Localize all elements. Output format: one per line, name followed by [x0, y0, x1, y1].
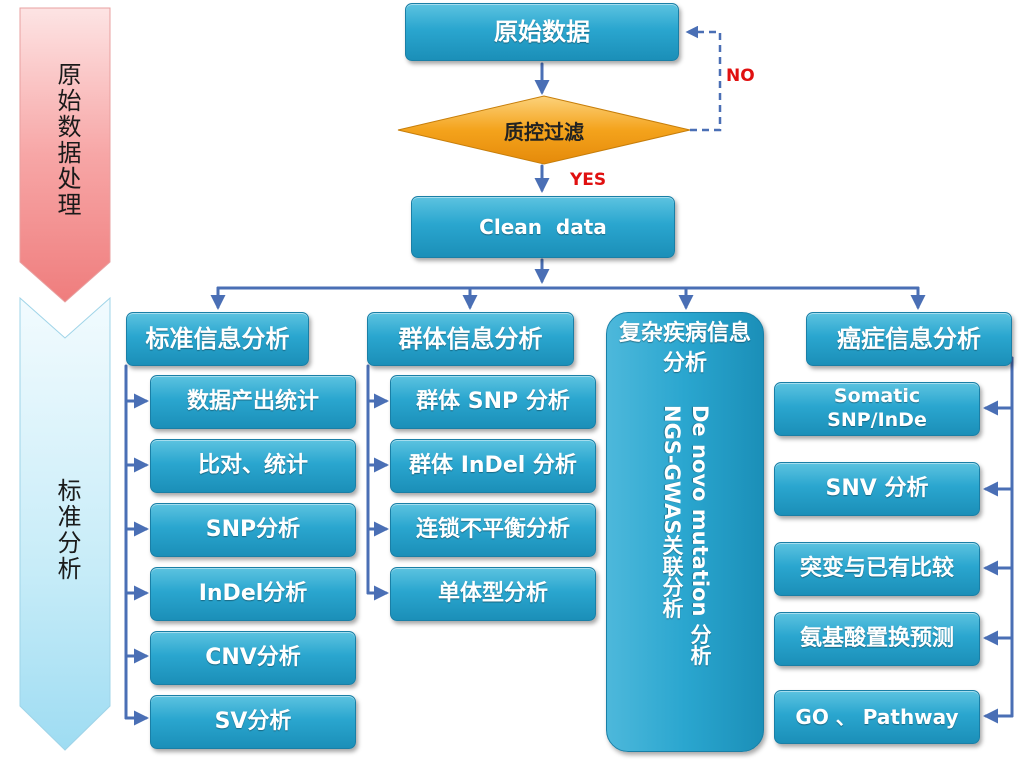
population-analysis-header: 群体信息分析 [367, 312, 574, 366]
cancer-item-aa-substitution: 氨基酸置换预测 [774, 612, 980, 666]
qc-filter-label: 质控过滤 [504, 119, 584, 144]
yes-label: YES [570, 170, 607, 190]
raw-processing-chevron [19, 7, 111, 303]
standard-analysis-header: 标准信息分析 [126, 312, 309, 366]
standard-item-snp: SNP分析 [150, 503, 356, 557]
population-item-snp: 群体 SNP 分析 [390, 375, 596, 429]
complex-line-denovo: De novo mutation 分析 [688, 405, 712, 666]
side-label-raw-processing: 原始数据处理 [53, 62, 81, 218]
clean-data-box: Clean data [411, 196, 675, 258]
population-item-ld: 连锁不平衡分析 [390, 503, 596, 557]
population-item-indel: 群体 InDel 分析 [390, 439, 596, 493]
standard-item-alignment-stats: 比对、统计 [150, 439, 356, 493]
standard-analysis-chevron [19, 296, 111, 751]
side-label-standard-analysis: 标准分析 [53, 478, 81, 582]
cancer-item-go-pathway: GO 、 Pathway [774, 690, 980, 744]
population-item-haplotype: 单体型分析 [390, 567, 596, 621]
standard-item-data-output-stats: 数据产出统计 [150, 375, 356, 429]
cancer-item-snv: SNV 分析 [774, 462, 980, 516]
cancer-item-mutation-compare: 突变与已有比较 [774, 542, 980, 596]
raw-data-box: 原始数据 [405, 3, 679, 61]
complex-disease-box: 复杂疾病信息分析 De novo mutation 分析 NGS-GWAS关联分… [606, 312, 764, 752]
no-label: NO [726, 66, 755, 86]
complex-line-gwas: NGS-GWAS关联分析 [660, 405, 684, 619]
standard-item-cnv: CNV分析 [150, 631, 356, 685]
cancer-item-somatic: Somatic SNP/InDe [774, 382, 980, 436]
complex-disease-title: 复杂疾病信息分析 [618, 321, 751, 376]
standard-item-sv: SV分析 [150, 695, 356, 749]
standard-item-indel: InDel分析 [150, 567, 356, 621]
no-feedback-loop [685, 25, 722, 132]
cancer-analysis-header: 癌症信息分析 [806, 312, 1012, 366]
